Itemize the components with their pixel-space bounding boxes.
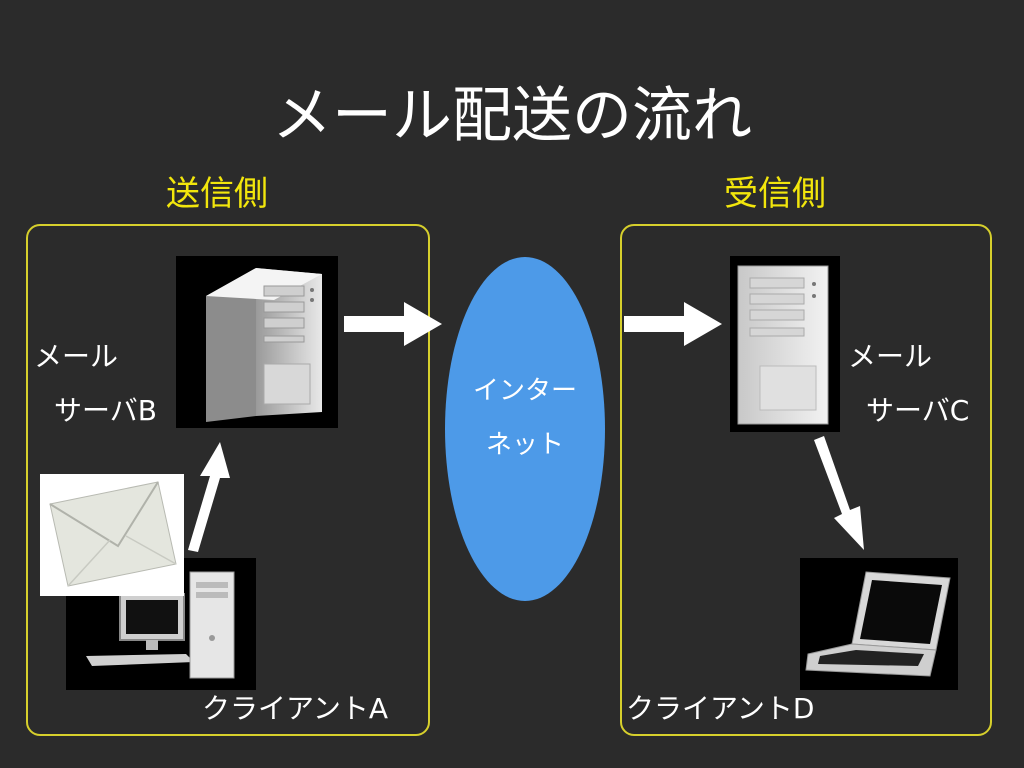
internet-label-line1: インター — [472, 376, 577, 406]
internet-cloud — [445, 257, 605, 601]
server-b-label-line2: サーバB — [54, 394, 157, 427]
client-a-label: クライアントA — [202, 692, 389, 725]
envelope-icon — [49, 481, 177, 587]
client-d-label: クライアントD — [626, 692, 815, 725]
server-b-label-line1: メール — [34, 340, 119, 373]
client-a-image — [66, 558, 256, 690]
mail-server-c-image — [730, 256, 840, 432]
envelope-image — [40, 474, 184, 596]
sender-heading: 送信側 — [166, 174, 268, 214]
internet-label-line2: ネット — [485, 430, 564, 460]
receiver-box — [620, 224, 992, 736]
laptop-icon — [805, 571, 951, 677]
server-c-label-line2: サーバC — [866, 394, 970, 427]
receiver-heading: 受信側 — [724, 174, 826, 214]
server-tower-icon — [206, 268, 322, 422]
arrow-icon — [814, 436, 864, 550]
server-tower-icon — [737, 265, 829, 425]
sender-box — [26, 224, 430, 736]
arrow-icon — [624, 302, 722, 346]
arrow-icon — [344, 302, 442, 346]
page-title: メール配送の流れ — [272, 81, 752, 151]
mail-server-b-image — [176, 256, 338, 428]
arrow-icon — [188, 442, 230, 552]
server-c-label-line1: メール — [848, 340, 933, 373]
client-d-image — [800, 558, 958, 690]
